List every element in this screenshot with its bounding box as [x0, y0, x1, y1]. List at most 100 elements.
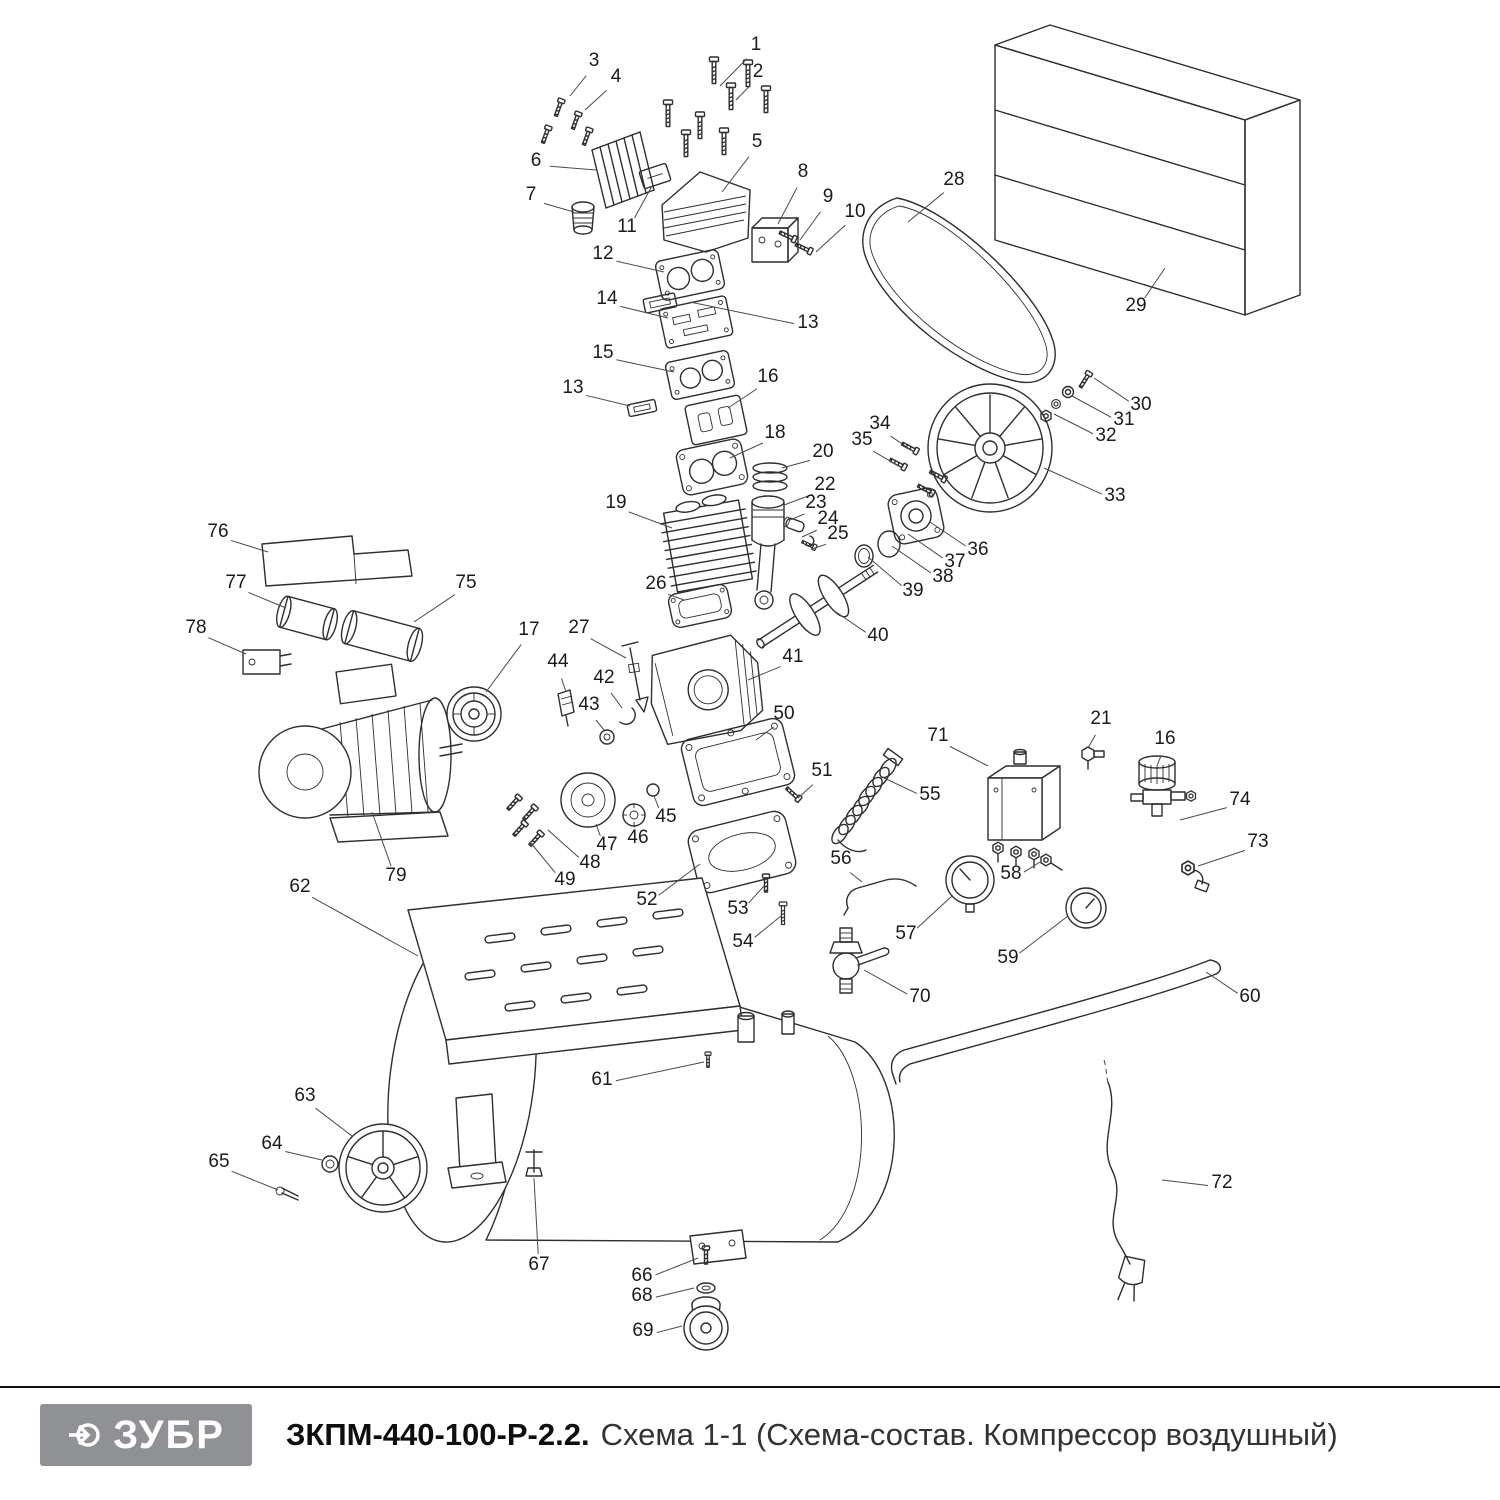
leader-line	[653, 795, 660, 809]
part-number-label: 22	[814, 474, 835, 495]
pressure-regulator	[1130, 755, 1197, 817]
part-number-label: 47	[596, 834, 617, 855]
coiled-hose	[831, 747, 904, 853]
ball-valve	[829, 927, 890, 994]
leader-line	[315, 1107, 353, 1137]
part-number-label: 15	[592, 342, 613, 363]
part-number-label: 56	[830, 848, 851, 869]
part-number-label: 60	[1239, 986, 1260, 1007]
leader-line	[616, 359, 675, 373]
leader-line	[929, 521, 967, 547]
part-number-label: 17	[518, 619, 539, 640]
leader-line	[1205, 971, 1238, 994]
leader-line	[781, 459, 811, 469]
belt-guard-grille	[994, 24, 1301, 316]
crankshaft	[756, 564, 879, 649]
plug	[646, 783, 660, 797]
part-number-label: 34	[869, 413, 891, 434]
part-number-label: 67	[528, 1254, 549, 1275]
part-number-label: 62	[289, 876, 310, 897]
part-number-label: 45	[655, 806, 676, 827]
leader-line	[655, 1287, 695, 1298]
leader-line	[543, 202, 575, 213]
leader-line	[547, 829, 580, 858]
part-number-label: 38	[932, 566, 953, 587]
strip-gasket-upper	[642, 292, 678, 314]
leader-line	[799, 211, 821, 241]
filter-element	[557, 689, 575, 717]
leader-line	[1156, 755, 1162, 767]
document-title: ЗКПМ-440-100-Р-2.2.Схема 1-1 (Схема-сост…	[286, 1417, 1338, 1453]
part-number-label: 79	[385, 865, 406, 886]
part-labels: 1234567891011121314151613181920222324252…	[185, 34, 1268, 1341]
pressure-gauge-small	[1065, 887, 1107, 929]
part-number-label: 20	[812, 441, 833, 462]
part-number-label: 43	[578, 694, 599, 715]
caster-washer	[696, 1282, 716, 1294]
part-number-label: 59	[997, 947, 1018, 968]
axle-washer	[321, 1155, 339, 1173]
part-number-label: 16	[757, 366, 778, 387]
part-number-label: 52	[636, 889, 657, 910]
part-number-label: 37	[944, 551, 965, 572]
part-number-label: 5	[752, 131, 763, 152]
part-number-label: 10	[844, 201, 865, 222]
leader-line	[1071, 395, 1112, 418]
cover-bolts	[538, 97, 594, 147]
gasket-ring	[877, 530, 901, 558]
caster-mount	[689, 1229, 747, 1265]
leader-line	[783, 493, 813, 506]
leader-line	[595, 823, 601, 836]
spacer-plate	[684, 394, 748, 446]
clamp	[619, 707, 636, 725]
part-number-label: 40	[867, 625, 888, 646]
part-number-label: 27	[568, 617, 589, 638]
leader-line	[801, 529, 817, 538]
receiver-tank	[387, 877, 895, 1265]
part-number-label: 44	[547, 651, 569, 672]
leader-line	[248, 591, 287, 609]
part-number-label: 9	[823, 186, 834, 207]
leader-line	[949, 745, 989, 767]
piston-ring	[752, 480, 788, 492]
zubr-logo-text: ЗУБР	[113, 1413, 225, 1457]
part-number-label: 78	[185, 617, 206, 638]
leader-line	[1144, 267, 1166, 299]
leader-line	[815, 224, 846, 253]
leader-line	[529, 841, 556, 874]
o-ring	[599, 729, 615, 745]
leader-line	[533, 1177, 539, 1255]
electric-motor	[258, 663, 463, 843]
piston-ring	[752, 471, 788, 483]
leader-line	[616, 260, 665, 273]
leader-line	[633, 185, 653, 219]
leader-line	[584, 89, 607, 111]
leader-line	[1179, 807, 1227, 821]
cover-screw	[778, 901, 788, 926]
part-number-label: 1	[751, 34, 762, 55]
leader-line	[867, 556, 903, 587]
leader-line	[633, 825, 636, 828]
part-number-label: 50	[773, 703, 794, 724]
tank-port	[737, 1011, 755, 1043]
part-number-label: 28	[943, 169, 964, 190]
capacitor-small	[275, 595, 339, 641]
rod-screw	[800, 538, 818, 552]
leader-line	[755, 726, 775, 741]
part-number-label: 64	[261, 1133, 283, 1154]
finned-head-cover	[591, 131, 655, 209]
leader-line	[849, 872, 863, 883]
crankcase	[650, 634, 764, 746]
part-number-label: 57	[895, 923, 916, 944]
leader-line	[658, 863, 701, 896]
footer-divider	[0, 1386, 1500, 1388]
part-number-label: 33	[1104, 485, 1125, 506]
flywheel-fasteners	[1040, 369, 1094, 423]
part-number-label: 69	[632, 1320, 653, 1341]
leader-line	[891, 545, 932, 574]
zubr-logo-icon	[69, 1423, 100, 1447]
leader-line	[549, 165, 597, 171]
leader-line	[907, 533, 944, 559]
part-number-label: 29	[1125, 295, 1146, 316]
part-number-label: 54	[732, 931, 754, 952]
